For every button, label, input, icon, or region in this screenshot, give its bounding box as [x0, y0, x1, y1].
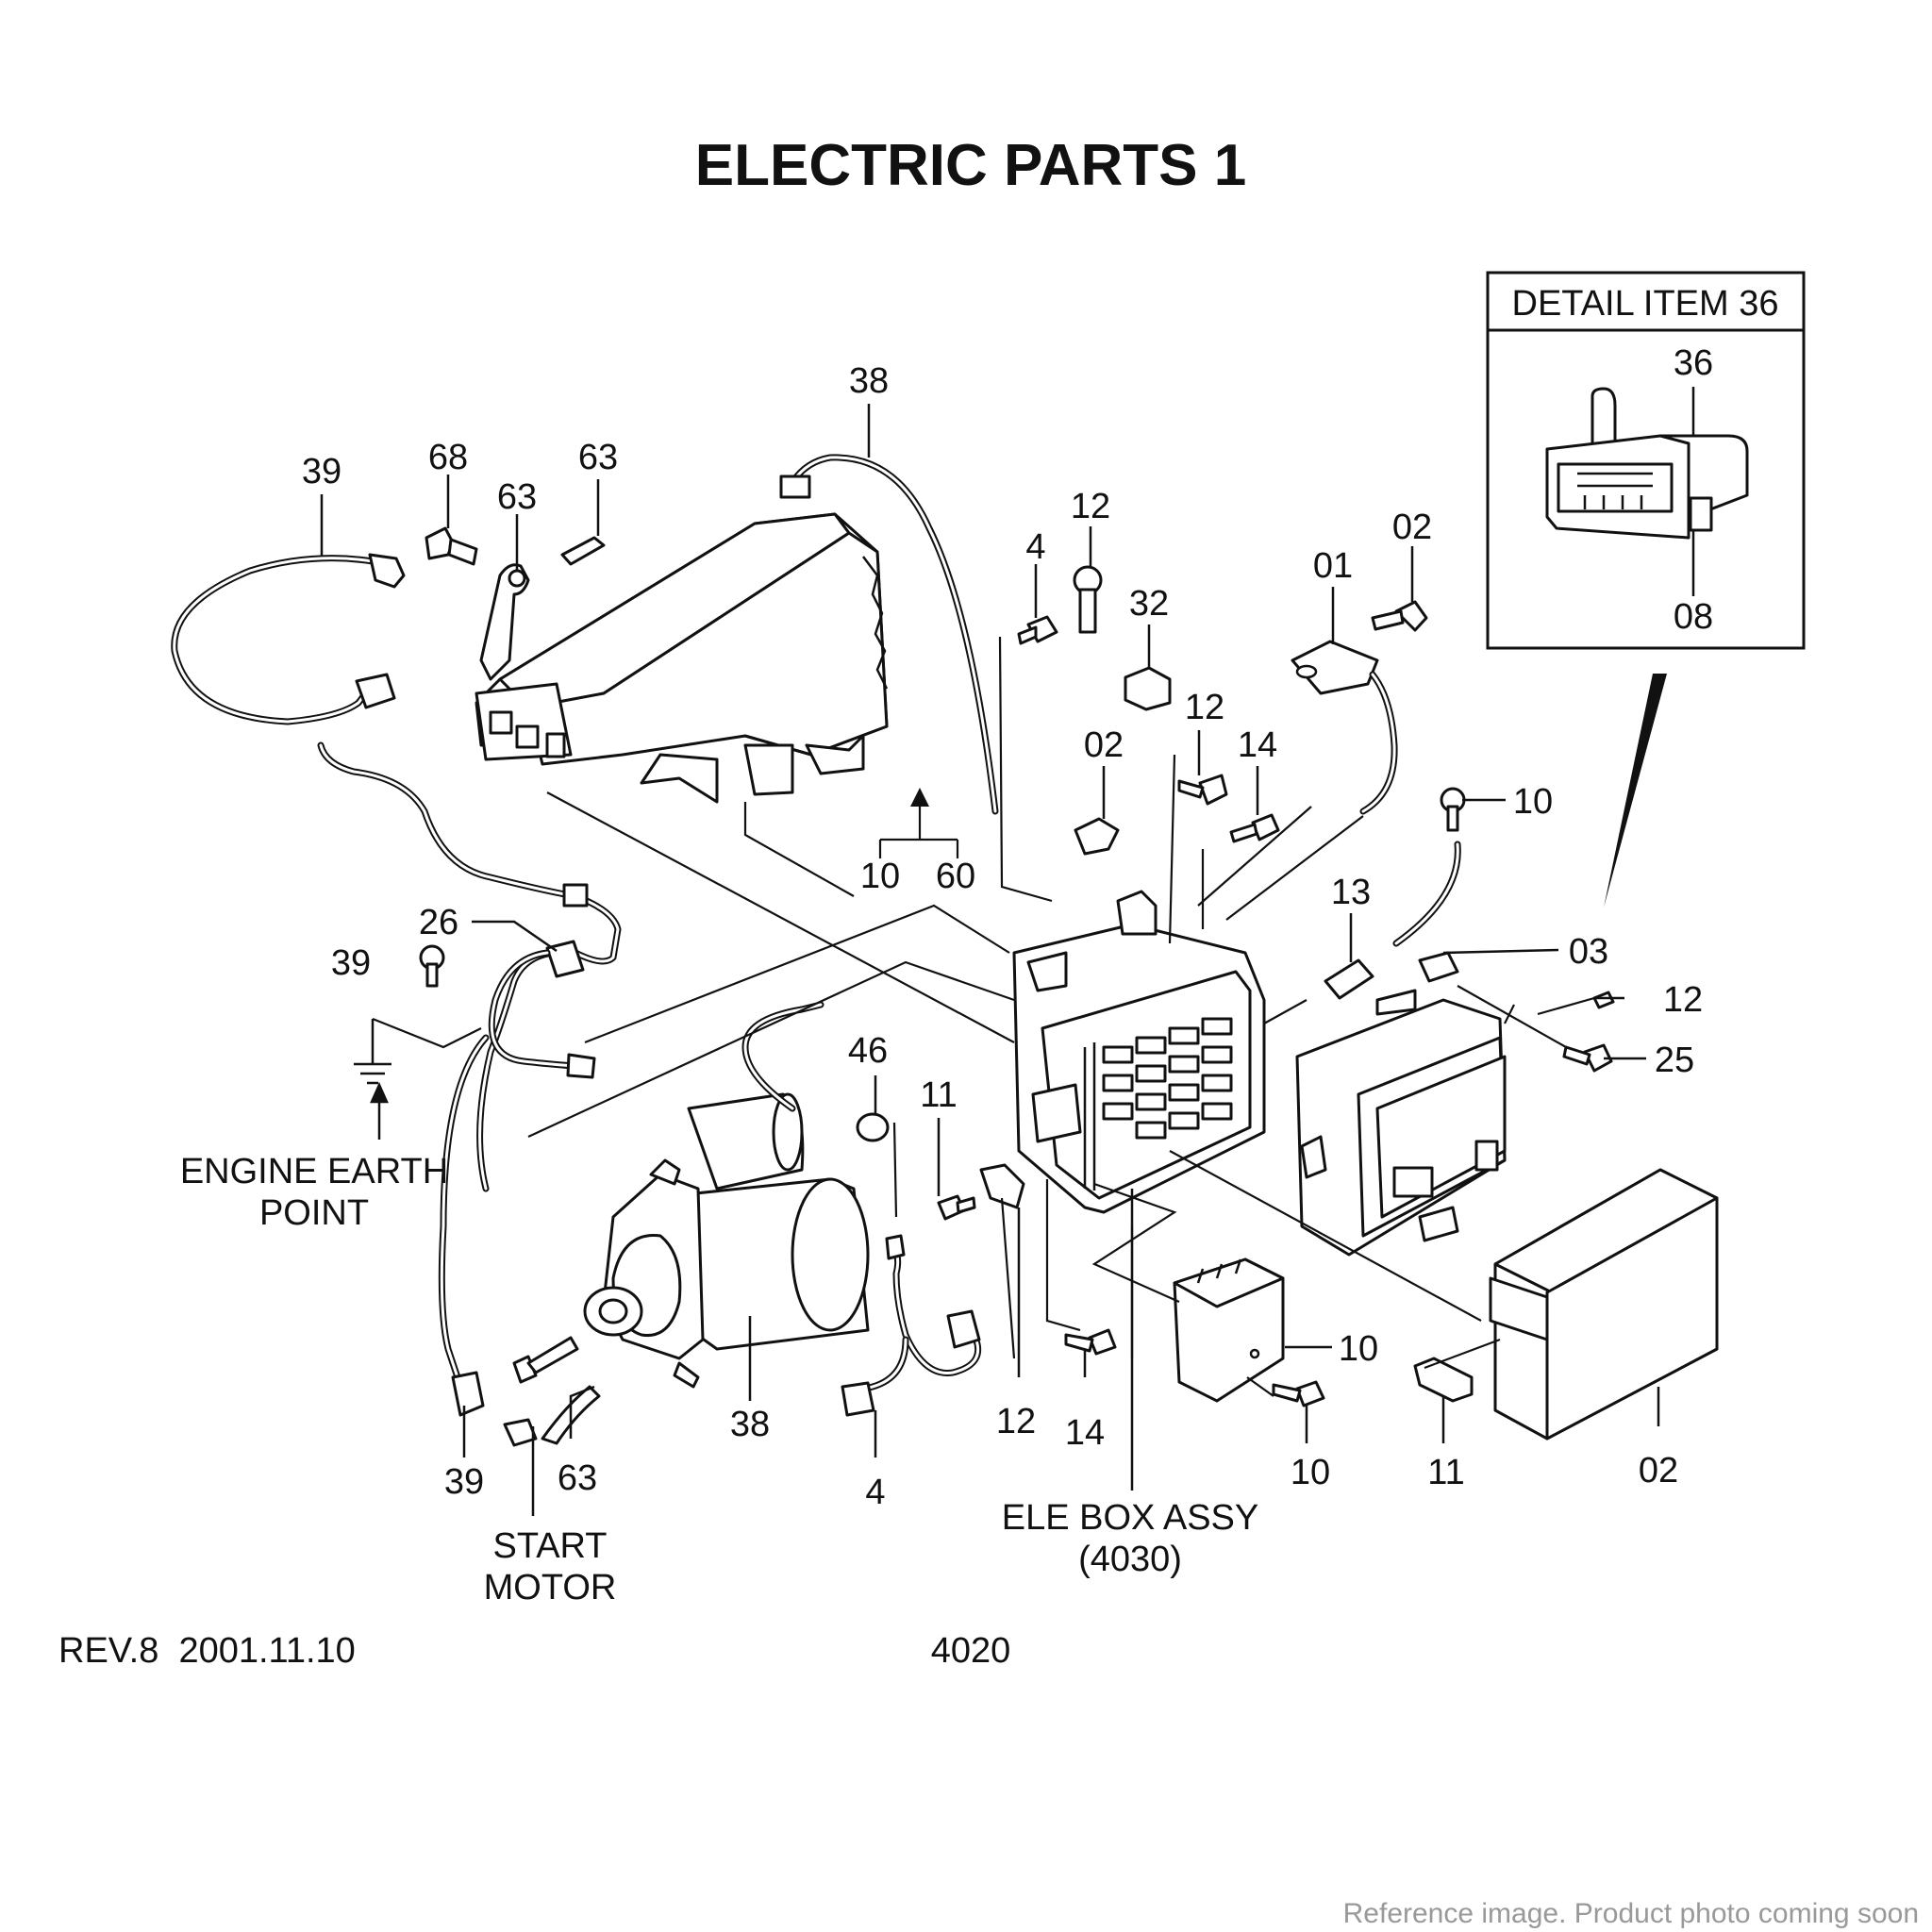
callout-02-mid: 02: [1084, 725, 1124, 765]
page-number: 4020: [931, 1631, 1011, 1671]
callout-12-right: 12: [1663, 980, 1703, 1020]
callout-10-bottom: 10: [1291, 1453, 1330, 1492]
callout-4-bottom: 4: [865, 1473, 885, 1512]
callout-10-relay: 10: [1339, 1329, 1378, 1369]
callout-25: 25: [1655, 1041, 1694, 1080]
ecu-03: [1295, 989, 1507, 1257]
callout-10-arrow: 10: [860, 857, 900, 896]
ele-box-assy-label: ELE BOX ASSY: [1002, 1498, 1258, 1538]
relay-10: [1173, 1257, 1285, 1403]
bracket-63-left: [479, 563, 530, 681]
callout-32: 32: [1129, 584, 1169, 624]
callout-02-bottom: 02: [1639, 1451, 1678, 1491]
fuse-slots: [1102, 1017, 1233, 1140]
wire-harness-26: [317, 741, 622, 1417]
callout-10-right: 10: [1513, 782, 1553, 822]
callout-68: 68: [428, 438, 468, 477]
callout-12-bottom: 12: [996, 1402, 1036, 1441]
small-parts: [354, 526, 1615, 1447]
ele-box-assy: [1012, 890, 1266, 1214]
start-motor-label: START: [492, 1526, 607, 1566]
callout-4-top: 4: [1025, 527, 1045, 567]
connector-detail-drawing: [1545, 387, 1749, 596]
arrow-up-icon: [910, 788, 929, 807]
callout-03: 03: [1569, 932, 1608, 972]
callout-63-b: 63: [578, 438, 618, 477]
bracket-hole: [508, 569, 526, 588]
assembly-lines: [372, 636, 1595, 1397]
callout-38-top: 38: [849, 361, 889, 401]
engine-earth-point-label: ENGINE EARTH: [180, 1152, 448, 1191]
detail-item-36-box: DETAIL ITEM 36 36 08: [1486, 271, 1806, 650]
callout-46: 46: [848, 1031, 888, 1071]
wire-4-bottom: [841, 1234, 982, 1417]
callout-39-bottom: 39: [444, 1462, 484, 1502]
callout-12-top: 12: [1071, 487, 1110, 526]
detail-label-36: 36: [1674, 343, 1713, 383]
ele-box-assy-label-2: (4030): [1078, 1540, 1182, 1579]
cover-02: [1489, 1168, 1719, 1441]
engine-earth-point-label-2: POINT: [259, 1193, 369, 1233]
ground-symbol: [354, 1019, 391, 1085]
callout-14-bottom: 14: [1065, 1413, 1105, 1453]
callout-39-mid: 39: [331, 943, 371, 983]
callout-26: 26: [419, 903, 458, 942]
callout-39-top: 39: [302, 452, 341, 491]
callout-63-a: 63: [497, 477, 537, 517]
callout-60-arrow: 60: [936, 857, 975, 896]
starter-motor-38: [583, 1001, 870, 1389]
detail-label-08: 08: [1674, 597, 1713, 637]
detail-pointer: [1604, 674, 1667, 908]
wire-harness-38-top: [779, 454, 999, 815]
callout-12-mid: 12: [1185, 688, 1224, 727]
callout-02-top: 02: [1392, 508, 1432, 547]
callout-11-bottom: 11: [1427, 1453, 1464, 1492]
leader-lines: [320, 404, 1660, 1516]
wire-39-top: [171, 553, 406, 725]
callout-11-top: 11: [920, 1075, 957, 1115]
diagram-title: ELECTRIC PARTS 1: [695, 133, 1246, 198]
callout-13: 13: [1331, 873, 1371, 912]
notes: ENGINE EARTH POINT START MOTOR ELE BOX A…: [180, 1152, 1258, 1607]
control-unit-38: [475, 512, 889, 804]
callout-14-top: 14: [1238, 725, 1277, 765]
placeholder-note: Reference image. Product photo coming so…: [1343, 1898, 1919, 1929]
callout-labels: 38 39 68 63 63 4 12 32 12 02 14 01 02 10…: [302, 361, 1703, 1512]
revision-date: REV.8 2001.11.10: [58, 1631, 356, 1671]
callout-38-bottom: 38: [730, 1405, 770, 1444]
start-motor-label-2: MOTOR: [484, 1568, 617, 1607]
callout-63-bottom: 63: [558, 1458, 597, 1498]
callout-01: 01: [1313, 546, 1353, 586]
detail-title: DETAIL ITEM 36: [1512, 284, 1779, 324]
